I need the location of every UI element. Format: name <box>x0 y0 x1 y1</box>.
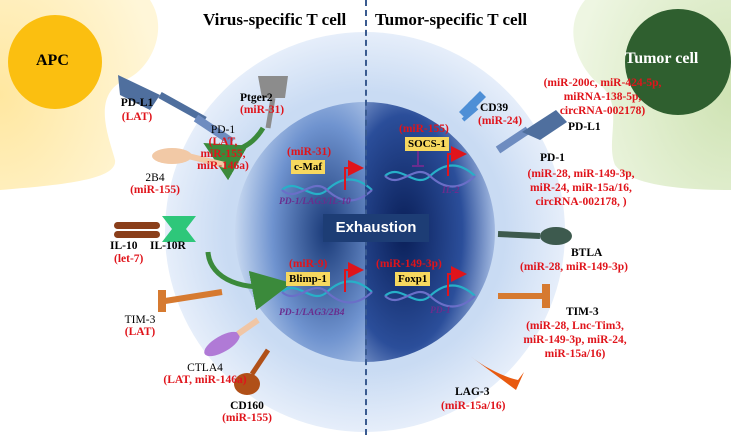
tumor-cell-label: Tumor cell <box>625 50 699 67</box>
pdl1-right-reg-1: (miR-200c, miR-424-5p, <box>543 77 662 89</box>
tss-arrow-foxp1 <box>447 266 467 296</box>
pd1-left-icon <box>193 114 235 146</box>
btla-reg: (miR-28, miR-149-3p) <box>520 261 628 273</box>
ctla4-icon <box>204 317 260 357</box>
ptger2-icon <box>258 76 288 129</box>
pd1-right-icon <box>495 126 531 154</box>
cmaf-tf: c-Maf <box>291 160 326 175</box>
cd160-icon <box>234 348 271 395</box>
btla-icon <box>497 227 572 245</box>
tim3-left-name: TIM-3 <box>124 314 156 326</box>
tss-arrow-socs <box>447 146 467 176</box>
foxp1-target: PD-1 <box>430 306 451 316</box>
il10-icon <box>114 222 160 238</box>
cmaf-targets: PD-1/LAG3/IL-10 <box>279 197 351 207</box>
socs-mirna: (miR-155) <box>399 123 449 135</box>
foxp1-tf: Foxp1 <box>395 272 431 287</box>
pd1-left-reg-3: miR-146a) <box>197 160 249 172</box>
il10r-icon <box>162 216 196 242</box>
dna-cmaf <box>281 178 373 202</box>
blimp-targets: PD-1/LAG3/2B4 <box>279 308 345 318</box>
ptger2-reg: (miR-31) <box>240 104 285 116</box>
cmaf-mirna: (miR-31) <box>287 146 332 158</box>
b24-icon <box>152 148 226 168</box>
il10-reg: (let-7) <box>114 253 144 265</box>
socs-tf: SOCS-1 <box>405 137 449 152</box>
cd160-reg: (miR-155) <box>222 412 272 424</box>
pd1-left-reg-1: (LAT, <box>208 136 238 148</box>
il10-name: IL-10 <box>110 240 138 252</box>
cd39-icon <box>459 91 486 122</box>
ptger2-name: Ptger2 <box>240 92 273 104</box>
pdl1-right-icon <box>522 110 567 140</box>
exhaustion-label: Exhaustion <box>323 214 429 242</box>
cd39-name: CD39 <box>480 102 509 114</box>
pdl1-left-reg: (LAT) <box>121 111 153 123</box>
tss-arrow-cmaf <box>344 160 364 190</box>
dna-foxp1 <box>384 284 476 308</box>
tim3-right-name: TIM-3 <box>566 306 599 318</box>
tim3-right-reg-2: miR-149-3p, miR-24, <box>523 334 627 346</box>
tumor-nucleus <box>625 9 731 115</box>
socs-inhibit <box>412 150 424 167</box>
blimp-mirna: (miR-9) <box>289 258 328 270</box>
pd1-right-reg-1: (miR-28, miR-149-3p, <box>527 168 635 180</box>
b24-name: 2B4 <box>145 172 165 184</box>
pd1-right-reg-2: miR-24, miR-15a/16, <box>530 182 632 194</box>
lag3-reg: (miR-15a/16) <box>441 400 506 412</box>
cd39-reg: (miR-24) <box>478 115 523 127</box>
pd1-left-reg-2: miR-155, <box>200 148 246 160</box>
lag3-icon <box>470 356 524 390</box>
dna-socs <box>384 164 476 188</box>
virus-specific-header: Virus-specific T cell <box>203 10 347 29</box>
cd160-name: CD160 <box>230 400 264 412</box>
tim3-left-reg: (LAT) <box>124 326 156 338</box>
socs-target: IL-2 <box>442 186 460 196</box>
btla-name: BTLA <box>571 247 603 259</box>
blimp-tf: Blimp-1 <box>286 272 330 287</box>
tumor-specific-header: Tumor-specific T cell <box>375 10 528 29</box>
ctla4-reg: (LAT, miR-146a) <box>163 374 247 386</box>
b24-reg: (miR-155) <box>130 184 180 196</box>
apc-label: APC <box>36 52 69 69</box>
lag3-name: LAG-3 <box>455 386 490 398</box>
pdl1-right-reg-2: miRNA-138-5p, <box>563 91 642 103</box>
pdl1-right-reg-3: circRNA-002178) <box>559 105 646 117</box>
il10r-name: IL-10R <box>150 240 186 252</box>
pd1-right-name: PD-1 <box>540 152 565 164</box>
il10r-arrow <box>205 251 292 311</box>
tim3-right-reg-1: (miR-28, Lnc-Tim3, <box>526 320 624 332</box>
pdl1-right-name: PD-L1 <box>568 121 601 133</box>
ctla4-name: CTLA4 <box>187 362 223 374</box>
dna-blimp <box>281 280 373 304</box>
tim3-right-icon <box>498 284 550 308</box>
pd1-right-reg-3: circRNA-002178, ) <box>535 196 627 208</box>
foxp1-mirna: (miR-149-3p) <box>376 258 442 270</box>
tss-arrow-blimp <box>344 262 364 292</box>
tim3-left-icon <box>158 289 223 312</box>
ptger2-arrow <box>203 126 266 181</box>
pdl1-left-name: PD-L1 <box>120 97 154 109</box>
apc-nucleus <box>8 15 102 109</box>
tim3-right-reg-3: miR-15a/16) <box>544 348 606 360</box>
pd1-left-name: PD-1 <box>210 124 236 136</box>
